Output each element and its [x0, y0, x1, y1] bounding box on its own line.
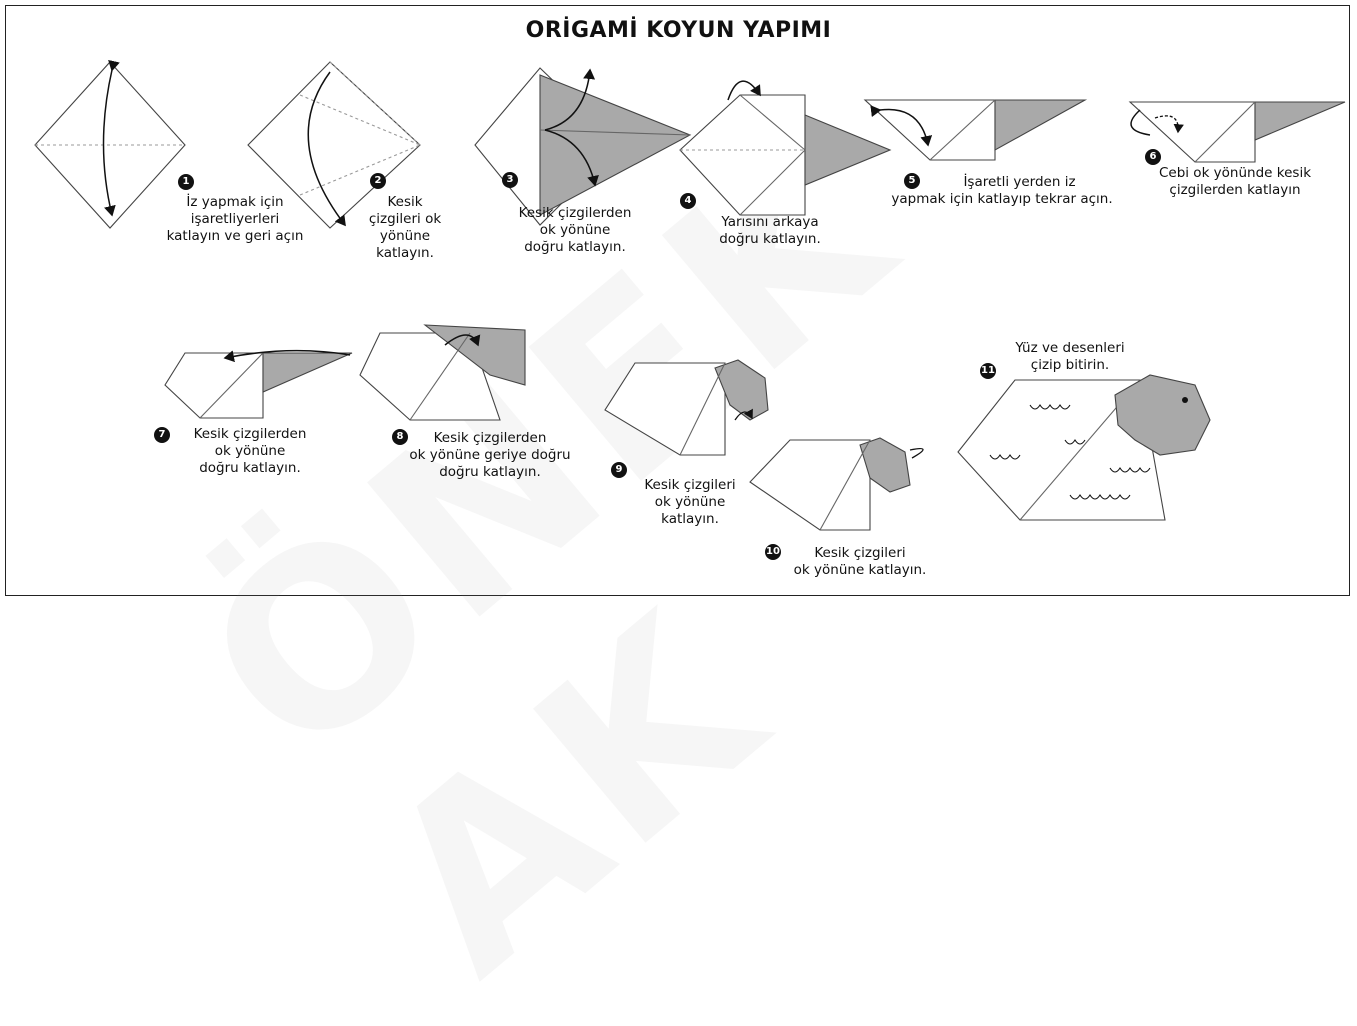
- step7-caption: Kesik çizgilerden ok yönüne doğru katlay…: [170, 426, 330, 477]
- caption-line: katlayın.: [376, 245, 434, 261]
- step1-caption: İz yapmak için işaretliyerleri katlayın …: [150, 194, 320, 245]
- step-number-2: 2: [370, 173, 386, 189]
- caption-line: doğru katlayın.: [439, 464, 541, 480]
- step10-caption: Kesik çizgileri ok yönüne katlayın.: [780, 545, 940, 579]
- caption-line: çizgileri ok: [368, 211, 442, 227]
- step11-caption: Yüz ve desenleri çizip bitirin.: [995, 340, 1145, 374]
- step11-sheep: [957, 374, 1211, 521]
- caption-line: ok yönüne: [539, 222, 611, 238]
- step4-diagram: [679, 80, 892, 216]
- caption-line: doğru katlayın.: [719, 231, 821, 247]
- step10-diagram: [749, 437, 924, 531]
- step-number-3: 3: [502, 172, 518, 188]
- caption-line: katlayın.: [661, 511, 719, 527]
- caption-line: ok yönüne: [654, 494, 726, 510]
- caption-line: yapmak için katlayıp tekrar açın.: [891, 191, 1113, 207]
- step5-caption: İşaretli yerden iz yapmak için katlayıp …: [872, 174, 1132, 208]
- sheet-border: [5, 5, 1350, 596]
- step-number-10: 10: [765, 544, 781, 560]
- origami-instruction-sheet: ÖNEK AK ORİGAMİ KOYUN YAPIMI: [5, 5, 1350, 596]
- caption-line: Yüz ve desenleri: [1015, 340, 1125, 356]
- step-number-7: 7: [154, 427, 170, 443]
- caption-line: ok yönüne: [214, 443, 286, 459]
- caption-line: Kesik çizgilerden: [518, 205, 632, 221]
- step6-diagram: [1128, 101, 1346, 163]
- step-number-5: 5: [904, 173, 920, 189]
- step5-diagram: [863, 99, 1088, 161]
- step8-diagram: [359, 324, 526, 421]
- caption-line: Yarısını arkaya: [721, 214, 819, 230]
- caption-line: yönüne: [379, 228, 431, 244]
- caption-line: Kesik çizgilerden: [433, 430, 547, 446]
- caption-line: Kesik çizgileri: [644, 477, 736, 493]
- caption-line: ok yönüne katlayın.: [793, 562, 927, 578]
- page-title: ORİGAMİ KOYUN YAPIMI: [525, 18, 832, 43]
- step-number-1: 1: [178, 174, 194, 190]
- caption-line: İşaretli yerden iz: [963, 174, 1076, 190]
- step6-caption: Cebi ok yönünde kesik çizgilerden katlay…: [1145, 165, 1325, 199]
- caption-line: işaretliyerleri: [190, 211, 280, 227]
- step-number-6: 6: [1145, 149, 1161, 165]
- caption-line: Kesik çizgilerden: [193, 426, 307, 442]
- step-number-9: 9: [611, 462, 627, 478]
- step4-caption: Yarısını arkaya doğru katlayın.: [700, 214, 840, 248]
- caption-line: doğru katlayın.: [199, 460, 301, 476]
- caption-line: Kesik: [387, 194, 423, 210]
- step2-diagram: [247, 61, 421, 229]
- step9-diagram: [604, 359, 769, 456]
- step-number-8: 8: [392, 429, 408, 445]
- folding-diagrams: [34, 59, 1346, 531]
- caption-line: çizip bitirin.: [1030, 357, 1110, 373]
- caption-line: ok yönüne geriye doğru: [409, 447, 571, 463]
- caption-line: Kesik çizgileri: [814, 545, 906, 561]
- step3-caption: Kesik çizgilerden ok yönüne doğru katlay…: [505, 205, 645, 256]
- caption-line: çizgilerden katlayın: [1169, 182, 1301, 198]
- step-number-11: 11: [980, 363, 996, 379]
- step1-diagram: [34, 59, 186, 229]
- step9-caption: Kesik çizgileri ok yönüne katlayın.: [630, 477, 750, 528]
- caption-line: katlayın ve geri açın: [166, 228, 304, 244]
- step2-caption: Kesik çizgileri ok yönüne katlayın.: [355, 194, 455, 262]
- step8-caption: Kesik çizgilerden ok yönüne geriye doğru…: [395, 430, 585, 481]
- step-number-4: 4: [680, 193, 696, 209]
- step3-diagram: [474, 67, 692, 226]
- caption-line: İz yapmak için: [186, 194, 284, 210]
- caption-line: doğru katlayın.: [524, 239, 626, 255]
- caption-line: Cebi ok yönünde kesik: [1158, 165, 1312, 181]
- step7-diagram: [164, 349, 353, 419]
